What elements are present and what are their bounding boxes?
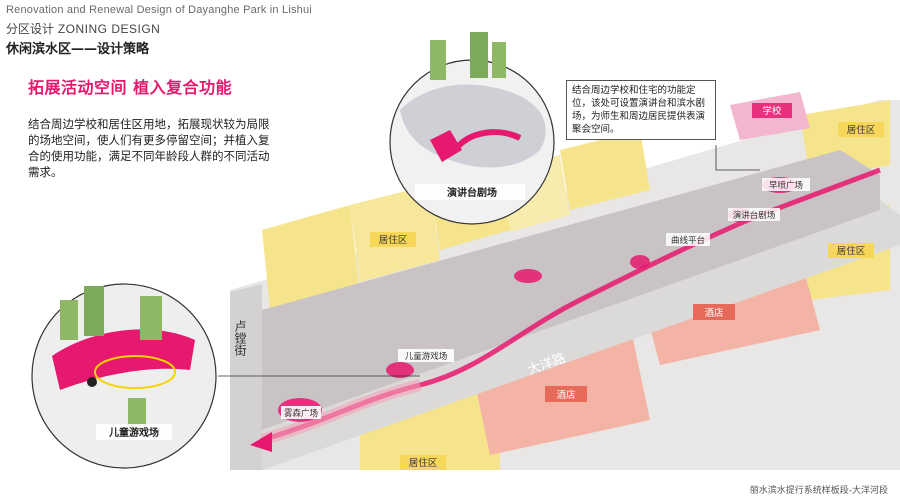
inset-tree-6 [140, 296, 162, 340]
waterfront-label-box [762, 178, 810, 191]
curved-platform-node [630, 255, 650, 269]
left-inset-label-box [96, 424, 172, 440]
path-arrow-icon [250, 432, 272, 452]
lecture-label-box [728, 208, 780, 221]
inset-promenade [452, 129, 522, 152]
top-inset-label: 演讲台剧场 [447, 186, 497, 199]
inset-tree-3 [492, 42, 506, 78]
residential-label-1: 居住区 [847, 124, 876, 136]
zoning-cn: 分区设计 [6, 22, 55, 36]
waterfront-square-label: 早喷广场 [769, 180, 803, 191]
lecture-theater-label: 演讲台剧场 [733, 210, 776, 221]
connector-callout [715, 145, 760, 171]
dayang-road [262, 200, 900, 470]
curved-platform-label: 曲线平台 [671, 235, 705, 246]
inset-play-structure [52, 329, 195, 390]
inset-tree-2 [470, 32, 488, 78]
bridge-node [514, 269, 542, 283]
curved-platform-label-box [666, 233, 710, 246]
path-glow [260, 379, 422, 446]
inset-stage [430, 130, 462, 162]
kids-playground-label: 儿童游戏场 [405, 351, 448, 362]
zoning-heading: 分区设计 ZONING DESIGN [6, 20, 160, 37]
strategy-description: 结合周边学校和居住区用地，拓展现状较为局限的场地空间，使人们有更多停留空间；并植… [28, 117, 270, 179]
kids-playground-node [386, 362, 414, 378]
top-inset-label-box [415, 184, 525, 200]
inset-tree-4 [60, 300, 78, 340]
lutang-street-road [230, 284, 262, 470]
residential-label-4: 居住区 [409, 457, 438, 469]
strategy-slogan: 拓展活动空间 植入复合功能 [28, 78, 233, 97]
hotel-label-box-1 [693, 304, 735, 320]
lutang-street-label: 卢镗街 [233, 319, 247, 356]
res-label-box-2 [370, 232, 416, 247]
res-label-box-4 [400, 455, 446, 470]
inset-child-figure-icon [87, 377, 97, 387]
callout-text: 结合周边学校和住宅的功能定位，该处可设置演讲台和滨水剧场，为师生和周边居民提供表… [566, 80, 716, 140]
inset-yellow-ring [94, 355, 176, 389]
hotel-label-2: 酒店 [556, 389, 575, 401]
residential-block-5 [560, 130, 650, 210]
mist-square-label: 雾森广场 [284, 408, 318, 419]
inset-tree-5 [84, 286, 104, 336]
res-label-box-1 [838, 122, 884, 137]
residential-block-1 [262, 205, 360, 310]
mist-label-box [281, 406, 321, 419]
school-label-box [752, 103, 792, 118]
left-inset-circle: 儿童游戏场 [31, 283, 217, 469]
english-title: Renovation and Renewal Design of Dayangh… [6, 4, 312, 16]
left-inset-label: 儿童游戏场 [108, 426, 159, 439]
kids-label-box [398, 349, 454, 362]
hotel-label-box-2 [545, 386, 587, 402]
residential-label-2: 居住区 [379, 234, 408, 246]
hotel-label-1: 酒店 [704, 307, 723, 319]
school-label: 学校 [762, 105, 782, 117]
section-title: 休闲滨水区——设计策略 [6, 42, 150, 57]
top-inset-circle: 演讲台剧场 [389, 32, 555, 225]
footer-caption: 丽水滨水提行系统样板段-大洋河段 [749, 486, 888, 496]
inset-tree-1 [430, 40, 446, 80]
zoning-en: ZONING DESIGN [57, 22, 161, 36]
res-label-box-3 [828, 243, 874, 258]
residential-label-3: 居住区 [837, 245, 866, 257]
